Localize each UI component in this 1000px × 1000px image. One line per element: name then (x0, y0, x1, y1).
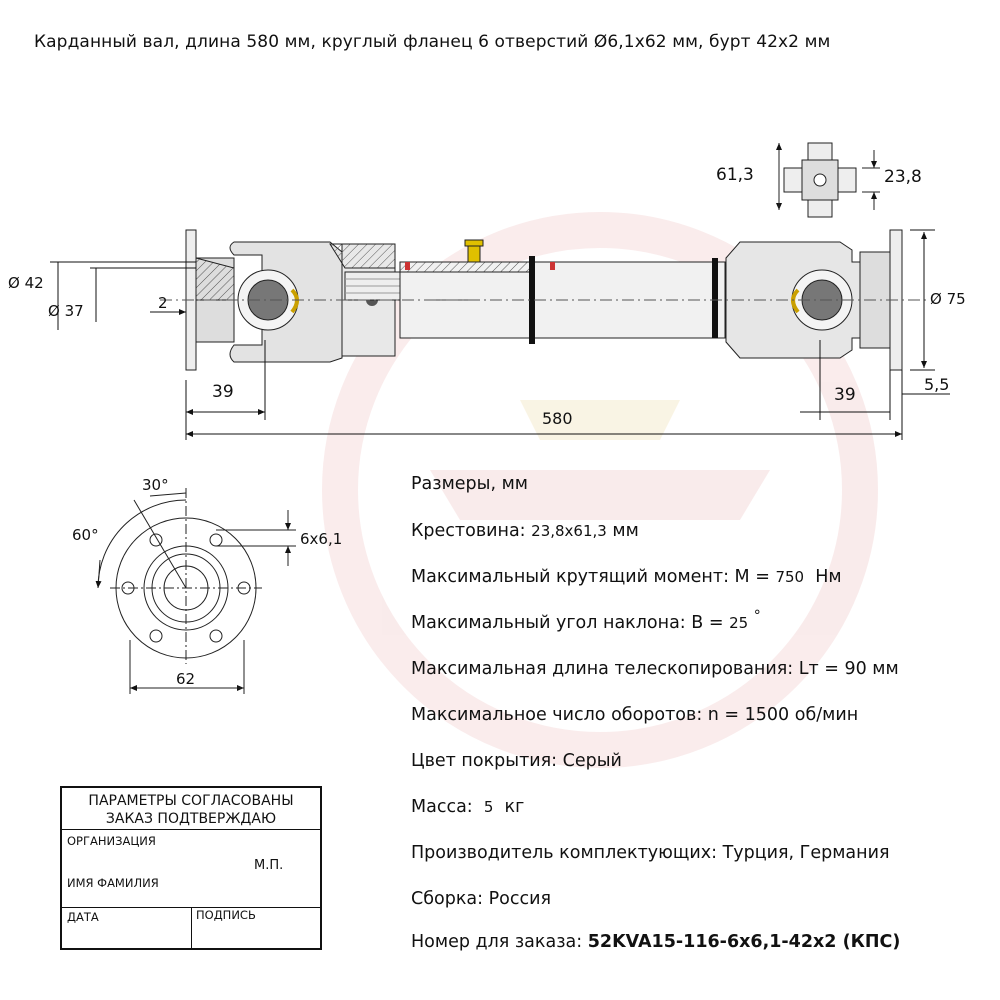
flange-front-view (95, 488, 296, 694)
cross-width-dim: 23,8 (884, 167, 922, 187)
right-39-dim: 39 (834, 385, 856, 405)
stamp-date-label: ДАТА (67, 910, 99, 924)
spec-rpm: Максимальное число оборотов: n = 1500 об… (411, 705, 859, 725)
diameter-75-dim: Ø 75 (930, 290, 966, 308)
approval-stamp: ПАРАМЕТРЫ СОГЛАСОВАНЫ ЗАКАЗ ПОДТВЕРЖДАЮ … (60, 786, 322, 950)
driveshaft-side-view (160, 229, 930, 371)
drawing-title: Карданный вал, длина 580 мм, круглый фла… (34, 32, 831, 52)
diameter-37-dim: Ø 37 (48, 302, 84, 320)
angle-30-dim: 30° (142, 476, 169, 494)
spec-telescoping: Максимальная длина телескопирования: Lт … (411, 659, 899, 679)
spec-order-number: Номер для заказа: 52KVA15-116-6x6,1-42x2… (411, 932, 901, 952)
stamp-org-label: ОРГАНИЗАЦИЯ (67, 834, 156, 848)
pcd-62-dim: 62 (176, 670, 195, 688)
spec-angle: Максимальный угол наклона: B = 25 ° (411, 608, 761, 633)
collar-2-dim: 2 (158, 294, 168, 312)
spec-color: Цвет покрытия: Серый (411, 751, 622, 771)
stamp-header: ПАРАМЕТРЫ СОГЛАСОВАНЫ ЗАКАЗ ПОДТВЕРЖДАЮ (62, 788, 320, 830)
flange-5-5-dim: 5,5 (924, 375, 949, 394)
length-580-dim: 580 (542, 409, 573, 428)
left-39-dim: 39 (212, 382, 234, 402)
stamp-name-label: ИМЯ ФАМИЛИЯ (67, 876, 159, 890)
stamp-seal-label: М.П. (254, 858, 284, 873)
angle-60-dim: 60° (72, 526, 99, 544)
spec-assembly: Сборка: Россия (411, 889, 551, 909)
cross-spider-view (776, 142, 880, 218)
spec-torque: Максимальный крутящий момент: M = 750 Нм (411, 567, 842, 587)
holes-dim: 6x6,1 (300, 530, 342, 548)
diameter-42-dim: Ø 42 (8, 274, 44, 292)
spec-mass: Масса: 5 кг (411, 797, 525, 817)
watermark-logo (322, 212, 878, 768)
stamp-sign-label: ПОДПИСЬ (196, 908, 256, 922)
specs-header: Размеры, мм (411, 474, 529, 494)
spec-maker: Производитель комплектующих: Турция, Гер… (411, 843, 890, 863)
spec-cross: Крестовина: 23,8x61,3 мм (411, 521, 639, 541)
cross-height-dim: 61,3 (716, 165, 754, 185)
dimension-lines (50, 229, 950, 440)
